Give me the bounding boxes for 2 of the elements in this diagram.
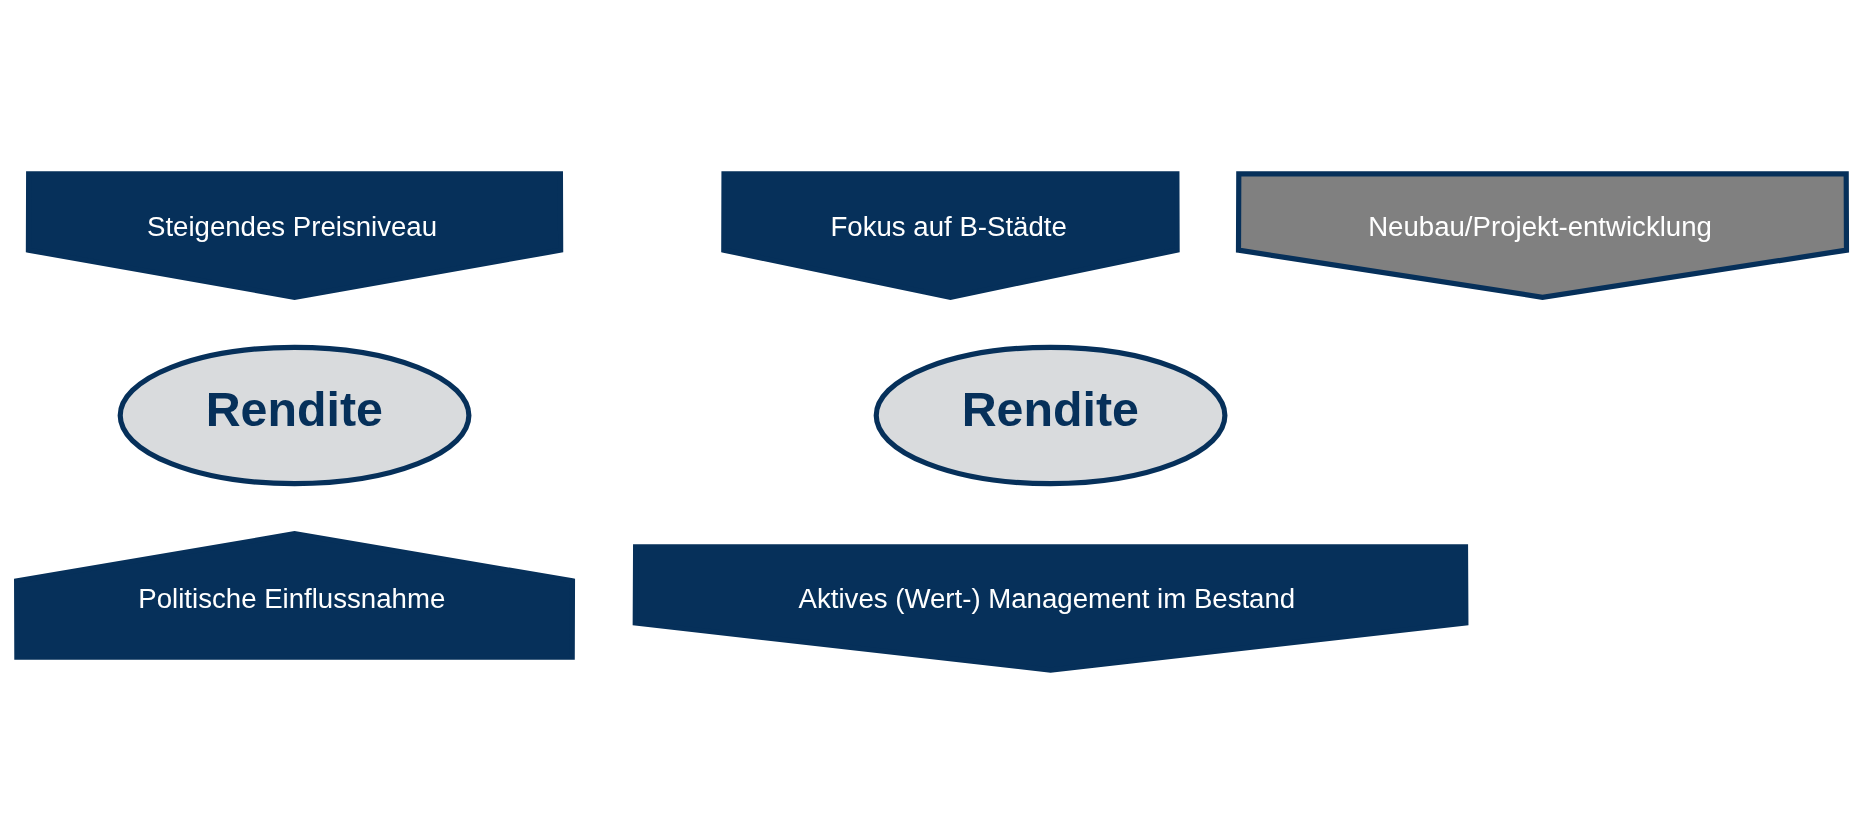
- node-ellipse: Rendite: [873, 344, 1228, 487]
- node-ellipse: Rendite: [117, 344, 472, 487]
